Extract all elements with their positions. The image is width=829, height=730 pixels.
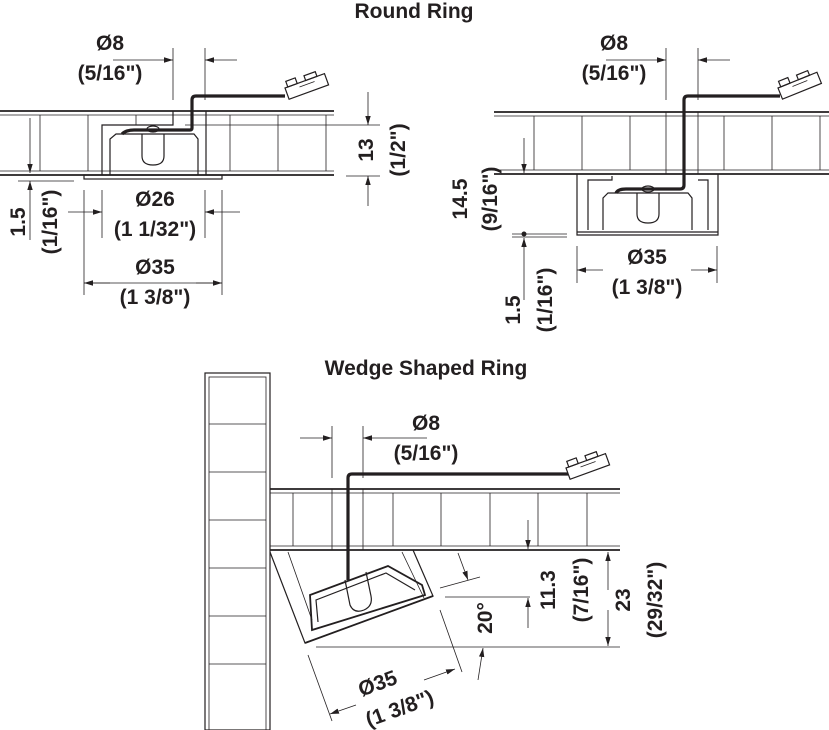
outer-diameter-label: Ø35	[627, 246, 667, 269]
cable-connector-icon	[565, 450, 611, 481]
round-ring-title: Round Ring	[355, 0, 474, 23]
cabinet-panel	[0, 110, 334, 176]
outer-diameter-label: Ø35	[135, 256, 175, 279]
cabinet-panel	[270, 488, 620, 551]
light-fixture	[309, 472, 568, 632]
cable-diameter-label: Ø8	[600, 32, 628, 55]
flange-thickness-label: 1.5	[502, 295, 525, 325]
cable-diameter-label: Ø8	[412, 412, 440, 435]
height-inch-label: (9/16")	[479, 167, 502, 232]
flange-thickness-inch-label: (1/16")	[39, 190, 62, 255]
cable-diameter-inch-label: (5/16")	[78, 62, 143, 85]
cable-connector-icon	[284, 70, 330, 101]
total-height-inch-label: (29/32")	[644, 562, 667, 639]
depth-inch-label: (7/16")	[570, 558, 593, 623]
cabinet-panel	[494, 111, 829, 175]
flange-thickness-label: 1.5	[7, 207, 30, 237]
cable-diameter-label: Ø8	[96, 32, 124, 55]
height-label: 13	[355, 138, 378, 161]
outer-diameter-inch-label: (1 3/8")	[120, 286, 191, 309]
side-panel	[204, 372, 271, 730]
wedge-ring-title: Wedge Shaped Ring	[325, 357, 528, 380]
outer-diameter-label: Ø35	[355, 666, 400, 701]
inner-diameter-label: Ø26	[135, 188, 175, 211]
angle-label: 20°	[474, 602, 497, 634]
cable-diameter-inch-label: (5/16")	[582, 62, 647, 85]
cable-connector-icon	[777, 69, 823, 100]
total-height-label: 23	[612, 588, 635, 611]
flange-thickness-inch-label: (1/16")	[534, 268, 557, 333]
light-fixture	[109, 94, 285, 175]
outer-diameter-inch-label: (1 3/8")	[612, 276, 683, 299]
wedge-ring-view: Ø8 (5/16") 11.3 (7/16") 23 (29/32") 20° …	[204, 372, 667, 730]
cable-diameter-inch-label: (5/16")	[394, 442, 459, 465]
height-inch-label: (1/2")	[387, 123, 410, 176]
depth-label: 11.3	[537, 570, 560, 610]
round-ring-flush-view: Ø8 (5/16") 13 (1/2") 1.5 (1/16") Ø26 (1 …	[0, 32, 410, 309]
round-ring-surface-view: Ø8 (5/16") 14.5 (9/16") 1.5 (1/16") Ø35 …	[449, 32, 829, 332]
inner-diameter-inch-label: (1 1/32")	[114, 218, 196, 241]
height-label: 14.5	[449, 178, 472, 219]
light-fixture	[602, 94, 780, 230]
